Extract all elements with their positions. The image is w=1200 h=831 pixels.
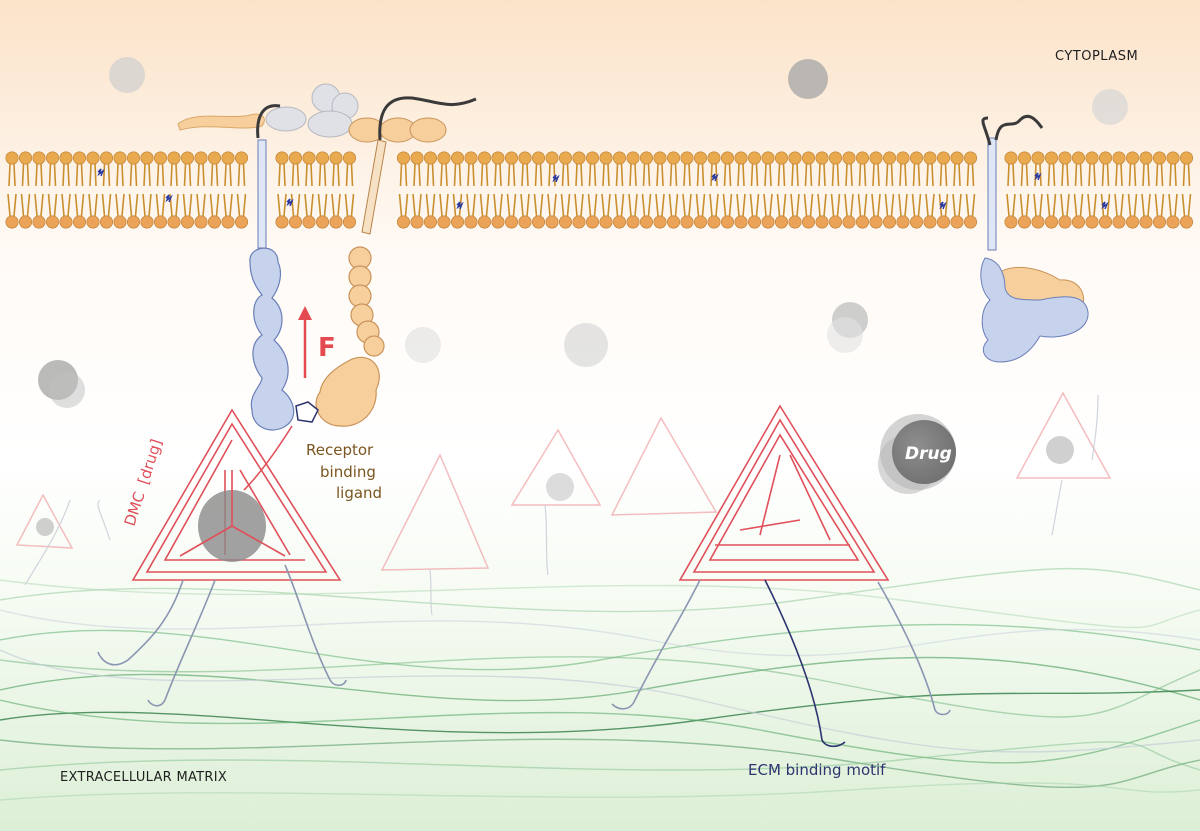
receptor-label-line1: Receptor xyxy=(306,441,374,459)
force-arrow: F xyxy=(298,306,336,378)
drug-label: Drug xyxy=(905,444,952,464)
transmembrane-helix-blue xyxy=(257,139,267,249)
force-label: F xyxy=(318,333,336,363)
membrane-inner-leaflet xyxy=(5,193,1194,229)
cell-membrane xyxy=(5,151,1194,229)
receptor-label-line2: binding xyxy=(320,463,376,481)
cholesterol-marks xyxy=(97,168,1109,210)
transmembrane-helix-tan xyxy=(361,139,387,235)
membrane-outer-leaflet xyxy=(5,151,1194,187)
cytoplasmic-adaptor-proteins xyxy=(177,83,477,143)
receptor-binding-ligand-shape xyxy=(295,401,319,423)
cytoplasm-particles xyxy=(109,57,1128,125)
receptor-label-line3: ligand xyxy=(336,484,382,502)
ghost-particles xyxy=(38,302,868,408)
extracellular-matrix-label: EXTRACELLULAR MATRIX xyxy=(60,770,227,785)
ecm-binding-strands xyxy=(97,564,951,748)
integrin-tan-subunit xyxy=(315,246,385,427)
integrin-right-extracellular xyxy=(980,257,1089,363)
faint-strands xyxy=(24,394,1099,616)
dmc-triangle-left xyxy=(131,408,342,581)
ecm-binding-motif-label: ECM binding motif xyxy=(748,761,886,779)
ecm-fibers xyxy=(0,567,1200,801)
cytoplasm-label: CYTOPLASM xyxy=(1055,49,1138,64)
integrin-blue-subunit xyxy=(249,247,295,431)
faint-dmc-triangles xyxy=(15,391,1112,571)
receptor-binding-ligand-label: Receptor binding ligand xyxy=(306,441,382,502)
transmembrane-helix-right xyxy=(981,114,1044,251)
drug-particle: Drug xyxy=(878,414,956,494)
dmc-triangle-right xyxy=(678,404,890,581)
